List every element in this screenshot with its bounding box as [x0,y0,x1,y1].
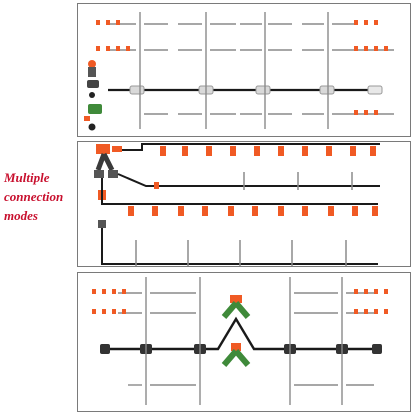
sprinkler-stake-icon [118,277,374,405]
hose-connector-icon [87,80,99,98]
y-splitter-icon [94,144,122,178]
drip-nozzle-icon [128,146,378,216]
caption-line-3: modes [4,208,38,223]
connector-white [129,85,145,95]
sprinkler-stake-icon [135,172,353,266]
pipe-network [101,143,380,265]
caption-multiple-connection-modes: Multiple connection modes [4,168,78,225]
drip-nozzle-icon [96,20,388,115]
connector-white [255,85,271,95]
end-cap [367,85,383,95]
faucet-adapter-icon [88,60,96,77]
panel-connection-mode-3 [77,272,411,412]
caption-line-2: connection [4,189,64,204]
caption-line-1: Multiple [4,170,50,185]
drip-nozzle-icon [92,289,388,314]
connector-white [319,85,335,95]
panel-connection-mode-2 [77,141,411,267]
panel-3-diagram [92,277,388,405]
tee-connector-icon [84,104,102,131]
sprinkler-stake-icon [108,12,394,129]
panel-1-diagram [84,12,394,131]
panel-connection-mode-1 [77,3,411,137]
y-splitter-green-icon [221,295,251,367]
panel-2-diagram [94,143,380,266]
